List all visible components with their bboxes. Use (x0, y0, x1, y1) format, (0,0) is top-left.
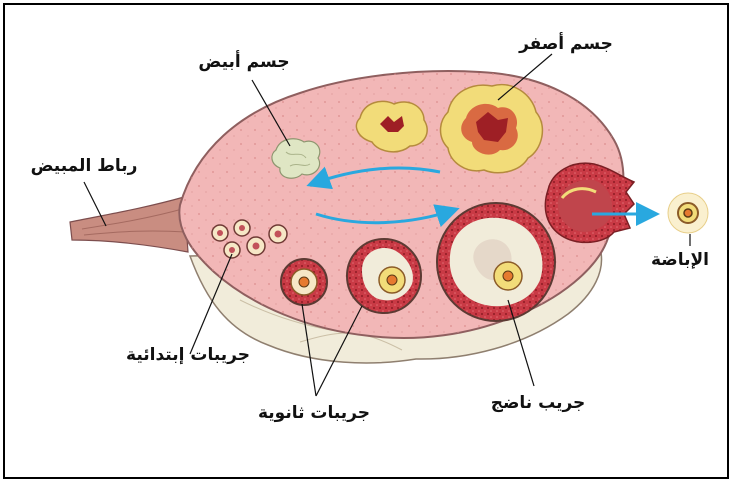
secondary-follicle-large (347, 239, 421, 313)
label-primary-follicles: جريبات إبتدائية (126, 345, 250, 365)
corpus-luteum (441, 85, 543, 173)
mature-follicle (437, 203, 555, 321)
label-ovulation: الإباضة (651, 250, 709, 270)
released-ovum (668, 193, 708, 233)
label-corpus-albicans: جسم أبيض (198, 50, 289, 72)
label-secondary-follicles: جريبات ثانوية (258, 403, 370, 423)
label-mature-follicle: جريب ناضج (491, 393, 586, 413)
label-ovarian-ligament: رباط المبيض (31, 156, 138, 176)
label-corpus-luteum: جسم أصفر (518, 32, 613, 54)
secondary-follicle-small (281, 259, 327, 305)
ovarian-ligament (70, 197, 188, 252)
ruptured-follicle (545, 163, 634, 242)
